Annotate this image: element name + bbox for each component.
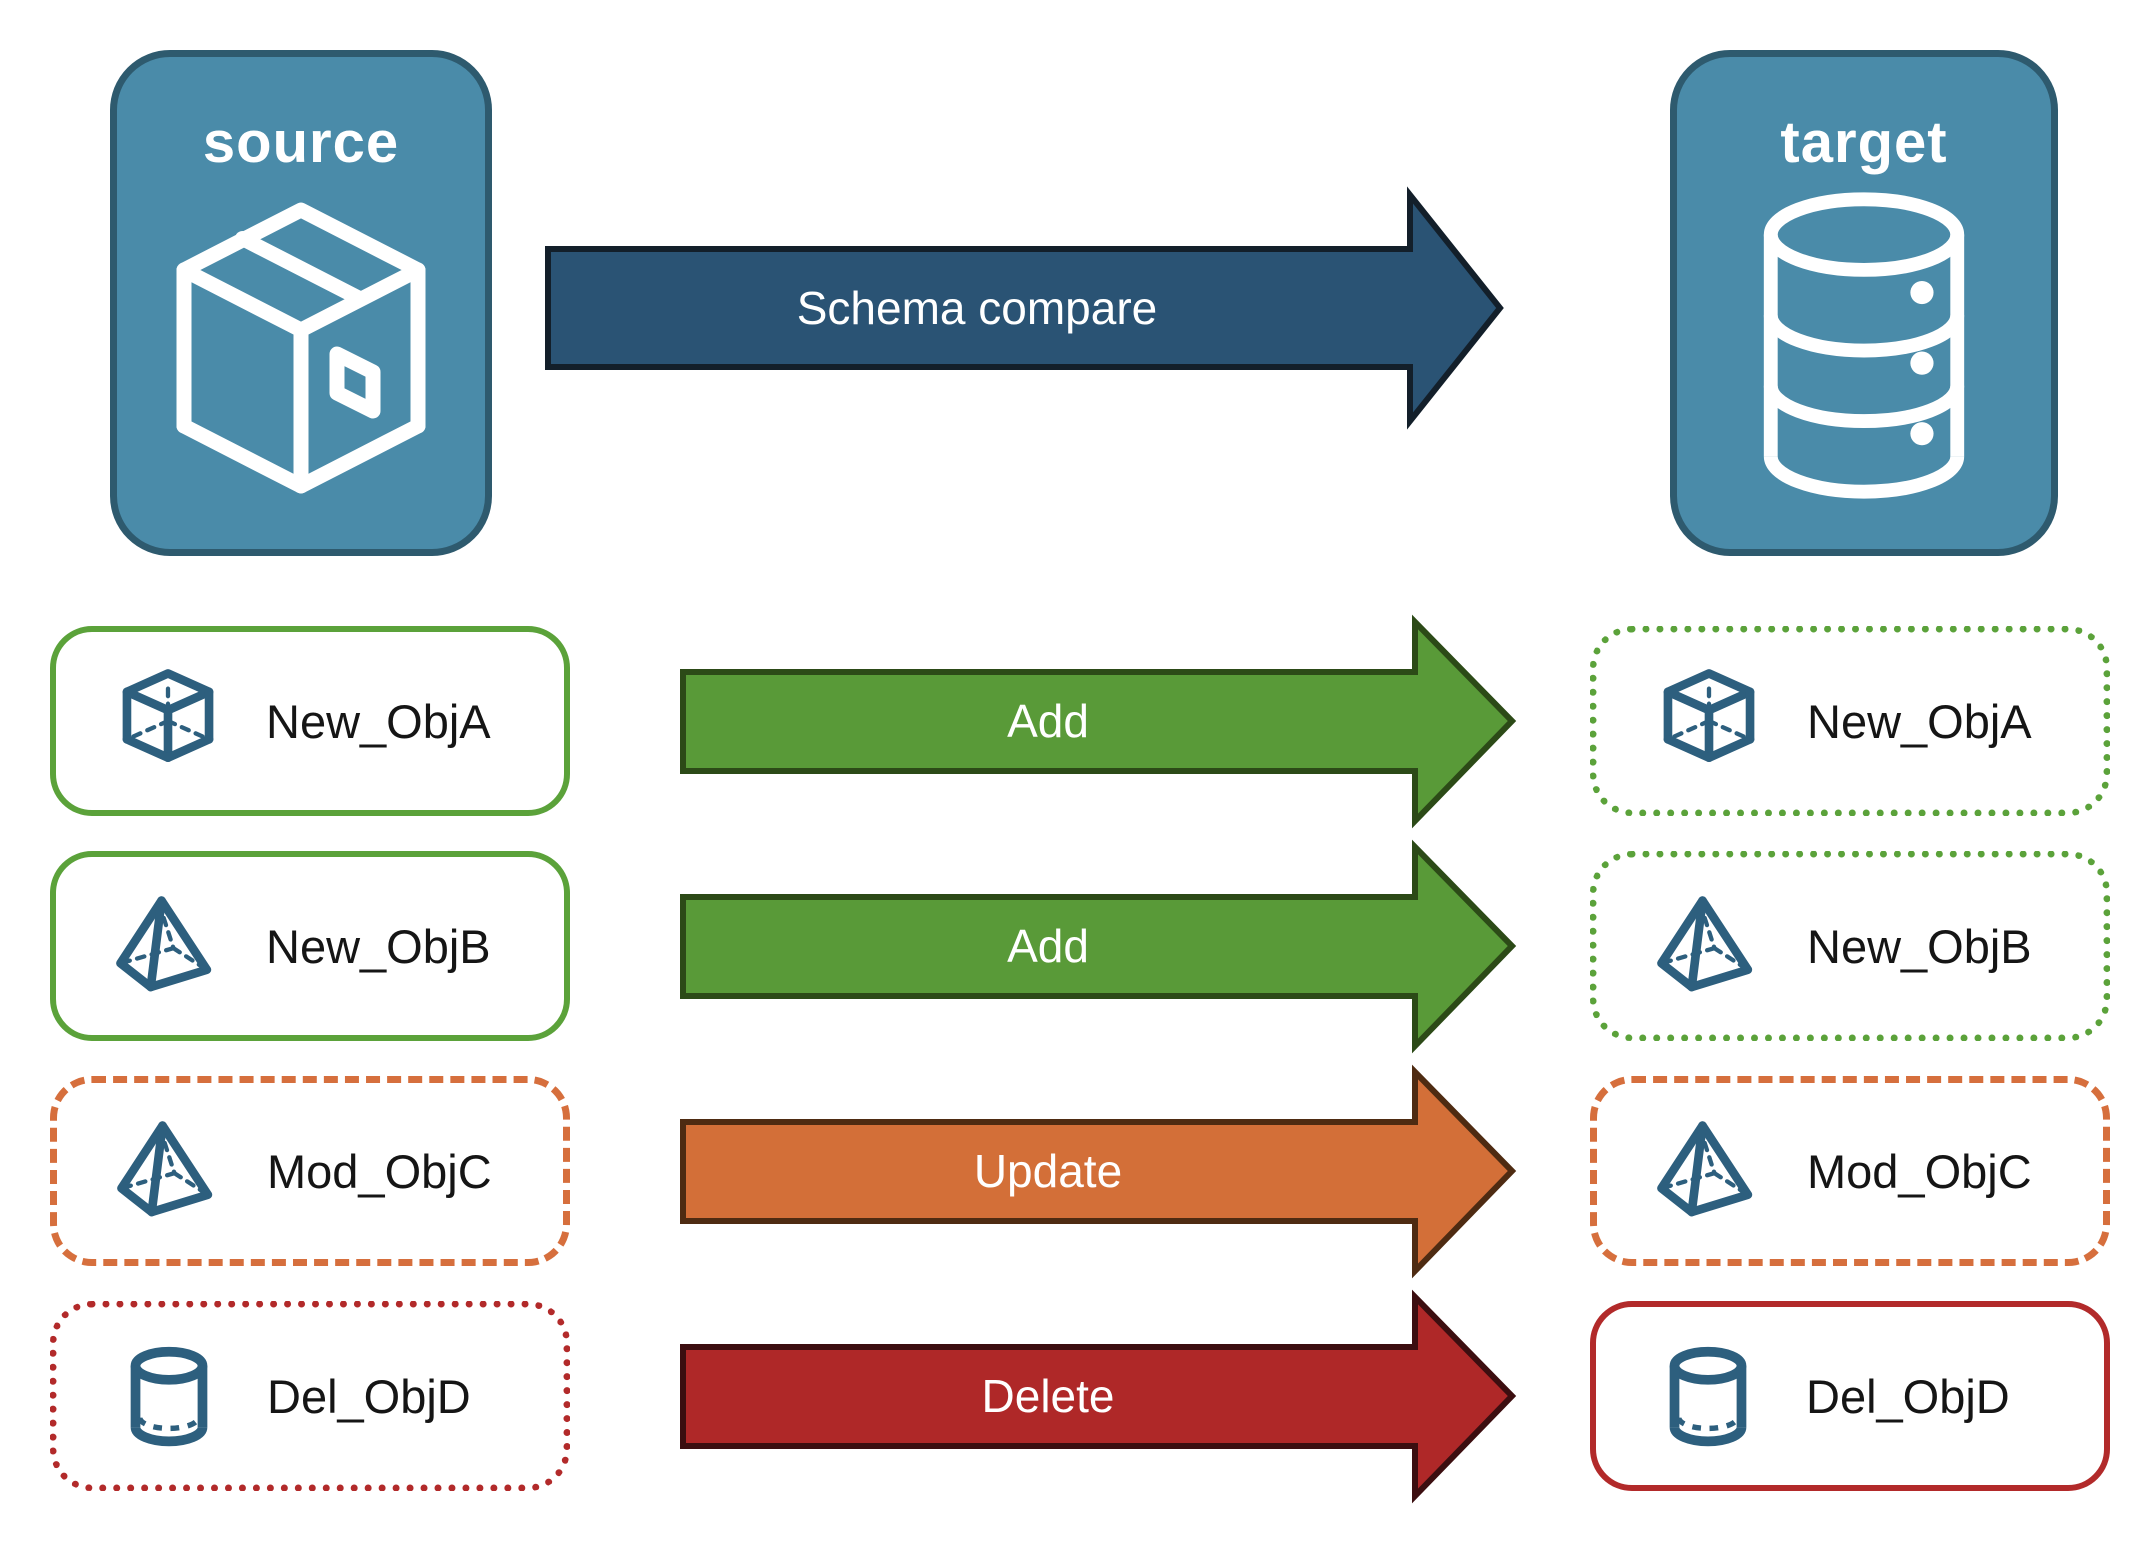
source-node: source [110,50,492,556]
delete-arrow-label: Delete [982,1370,1115,1422]
source-object-new-obja: New_ObjA [50,626,570,816]
add-arrow-label: Add [1007,920,1089,972]
cylinder-icon [130,1346,208,1447]
add-arrow-label: Add [1007,695,1089,747]
source-object-del-objd: Del_ObjD [50,1301,570,1491]
pyramid-icon [1657,896,1753,992]
add-arrow-1: Add [680,614,1517,829]
object-label: Del_ObjD [267,1369,471,1423]
pyramid-icon [116,896,212,992]
object-label: New_ObjB [1807,919,2032,973]
target-object-del-objd: Del_ObjD [1590,1301,2110,1491]
cube-icon [1663,669,1755,763]
object-label: New_ObjA [1807,694,2032,748]
source-object-mod-objc: Mod_ObjC [50,1076,570,1266]
source-object-new-objb: New_ObjB [50,851,570,1041]
target-node: target [1670,50,2058,556]
object-label: Del_ObjD [1806,1369,2010,1423]
target-title: target [1780,110,1948,175]
object-label: Mod_ObjC [267,1144,492,1198]
source-title: source [202,110,400,175]
cylinder-icon [1669,1346,1747,1447]
object-label: New_ObjB [266,919,491,973]
schema-compare-arrow: Schema compare [545,186,1504,430]
pyramid-icon [117,1121,213,1217]
add-arrow-2: Add [680,839,1517,1054]
database-icon [1763,192,1965,499]
pyramid-icon [1657,1121,1753,1217]
delete-arrow: Delete [680,1289,1517,1504]
update-arrow: Update [680,1064,1517,1279]
target-object-mod-objc: Mod_ObjC [1590,1076,2110,1266]
package-icon [176,202,426,494]
schema-compare-arrow-label: Schema compare [797,282,1158,334]
target-object-new-objb: New_ObjB [1590,851,2110,1041]
target-object-new-obja: New_ObjA [1590,626,2110,816]
object-label: Mod_ObjC [1807,1144,2032,1198]
cube-icon [122,669,214,763]
object-label: New_ObjA [266,694,491,748]
update-arrow-label: Update [974,1145,1122,1197]
